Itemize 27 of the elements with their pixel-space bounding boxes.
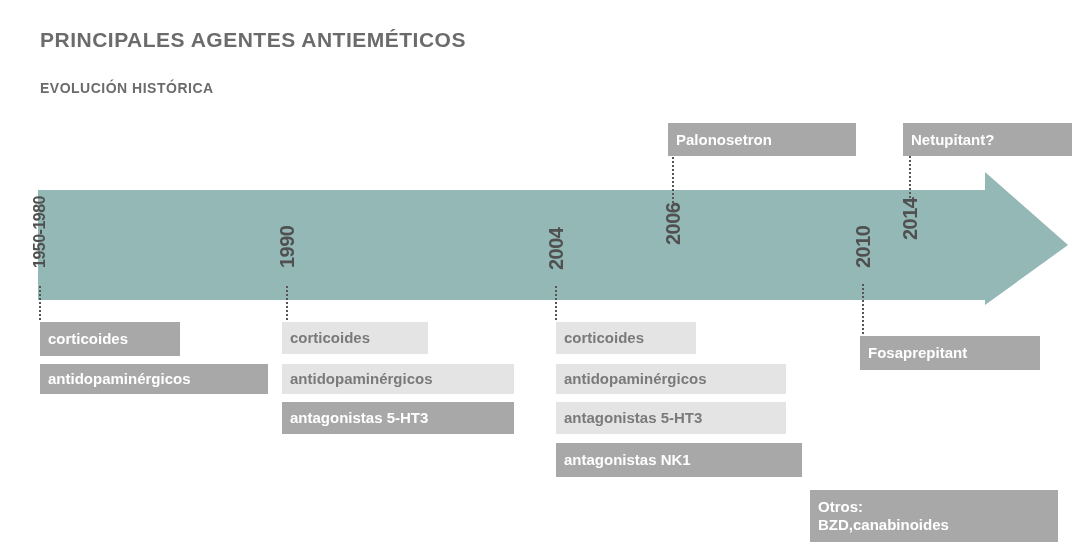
label-box: Otros: BZD,canabinoides bbox=[810, 490, 1058, 542]
title: PRINCIPALES AGENTES ANTIEMÉTICOS bbox=[40, 28, 466, 52]
faded-label-box: corticoides bbox=[556, 322, 696, 354]
year-label: 2010 bbox=[852, 226, 874, 284]
year-label: 2004 bbox=[545, 228, 567, 286]
faded-label-box: antidopaminérgicos bbox=[282, 364, 514, 394]
faded-label-box: antagonistas 5-HT3 bbox=[556, 402, 786, 434]
label-box: antidopaminérgicos bbox=[40, 364, 268, 394]
dotted-leader-line bbox=[555, 285, 557, 323]
label-box: Netupitant? bbox=[903, 123, 1072, 156]
faded-label-box: antidopaminérgicos bbox=[556, 364, 786, 394]
subtitle: EVOLUCIÓN HISTÓRICA bbox=[40, 80, 214, 96]
faded-label-box: corticoides bbox=[282, 322, 428, 354]
label-box: antagonistas 5-HT3 bbox=[282, 402, 514, 434]
dotted-leader-line bbox=[862, 283, 864, 337]
dotted-leader-line bbox=[672, 155, 674, 204]
year-label: 1950-1980 bbox=[29, 196, 51, 286]
label-box: Fosaprepitant bbox=[860, 336, 1040, 370]
label-box: corticoides bbox=[40, 322, 180, 356]
dotted-leader-line bbox=[909, 155, 911, 199]
year-label: 2014 bbox=[899, 198, 921, 256]
label-box: Palonosetron bbox=[668, 123, 856, 156]
label-box: antagonistas NK1 bbox=[556, 443, 802, 477]
dotted-leader-line bbox=[286, 285, 288, 323]
year-label: 2006 bbox=[662, 203, 684, 257]
year-label: 1990 bbox=[276, 226, 298, 286]
dotted-leader-line bbox=[39, 285, 41, 323]
